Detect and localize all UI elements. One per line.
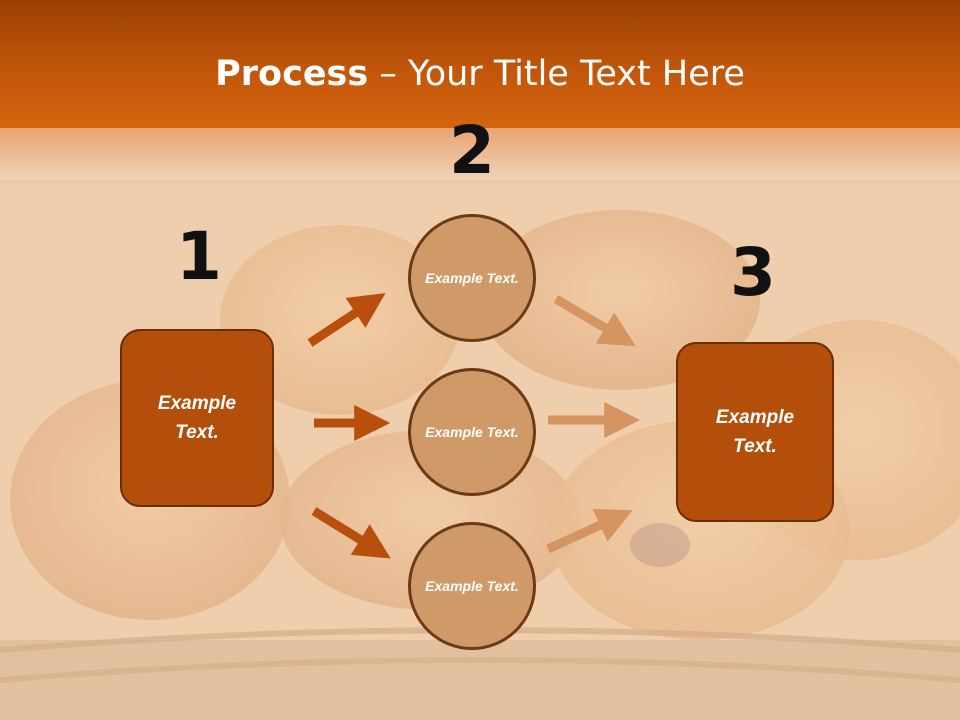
arrow-step1-to-bottom <box>311 507 391 559</box>
step-2-label-top: Example Text. <box>425 269 519 286</box>
step-2-circle-top: Example Text. <box>408 214 536 342</box>
step-number-3: 3 <box>730 234 776 311</box>
arrow-step1-to-top <box>307 293 386 347</box>
step-2-label-middle: Example Text. <box>425 423 519 440</box>
arrow-bottom-to-step3 <box>546 508 633 554</box>
title-bar <box>0 0 960 128</box>
step-number-2: 2 <box>449 112 495 189</box>
slide-title: Process – Your Title Text Here <box>0 52 960 96</box>
title-bar-fade <box>0 128 960 188</box>
title-rest: Your Title Text Here <box>407 54 745 94</box>
step-3-box: Example Text. <box>676 342 834 522</box>
step-2-label-bottom: Example Text. <box>425 577 519 594</box>
step-2-circle-middle: Example Text. <box>408 368 536 496</box>
step-2-circle-bottom: Example Text. <box>408 522 536 650</box>
step-3-label: Example Text. <box>715 407 795 457</box>
title-dash: – <box>368 54 408 94</box>
step-1-label: Example Text. <box>157 393 237 443</box>
step-1-box: Example Text. <box>120 329 274 507</box>
step-number-1: 1 <box>176 218 222 295</box>
arrow-top-to-step3 <box>553 295 636 347</box>
title-bold: Process <box>215 54 369 94</box>
